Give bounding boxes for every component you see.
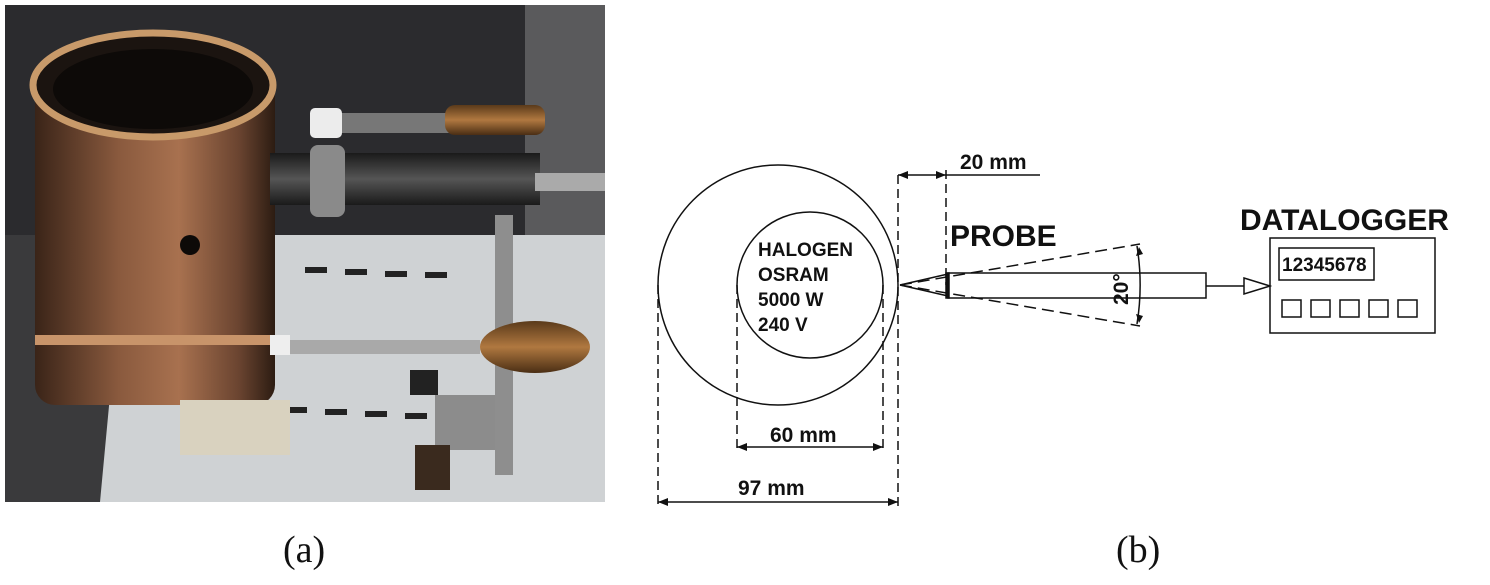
arrowhead — [1136, 314, 1143, 323]
schematic-drawing: HALOGEN OSRAM 5000 W 240 V 60 mm 97 mm 2… — [657, 151, 1449, 508]
datalogger-buttons — [1281, 299, 1418, 318]
datalogger-button — [1368, 299, 1389, 318]
lamp-label-line: HALOGEN — [758, 240, 853, 261]
dim-97mm-label: 97 mm — [738, 477, 805, 500]
arrowhead — [737, 443, 747, 451]
arrowhead — [1136, 247, 1143, 256]
datalogger-display — [1278, 247, 1375, 281]
arrowhead — [873, 443, 883, 451]
angle-arc — [1136, 245, 1141, 325]
dim-20mm-label: 20 mm — [960, 151, 1027, 174]
view-angle-line — [899, 243, 1141, 286]
arrowhead — [888, 498, 898, 506]
datalogger-button — [1397, 299, 1418, 318]
datalogger-button — [1339, 299, 1360, 318]
probe-label: PROBE — [950, 220, 1057, 253]
arrowhead — [936, 171, 946, 179]
lamp-label-line: 5000 W — [758, 290, 824, 311]
caption-b: (b) — [1116, 529, 1161, 571]
view-angle-line — [899, 284, 1141, 327]
datalogger-button — [1310, 299, 1331, 318]
schematic-diagram: HALOGEN OSRAM 5000 W 240 V 60 mm 97 mm 2… — [620, 140, 1490, 520]
arrowhead — [658, 498, 668, 506]
dim-60mm-label: 60 mm — [770, 424, 837, 447]
arrowhead — [898, 171, 908, 179]
datalogger-display-value: 12345678 — [1282, 255, 1367, 276]
probe-tip — [945, 272, 950, 299]
lamp-label-line: 240 V — [758, 315, 808, 336]
datalogger-button — [1281, 299, 1302, 318]
datalogger-label: DATALOGGER — [1240, 204, 1449, 237]
apparatus-photo-drawing — [5, 5, 605, 502]
angle-label: 20° — [1110, 273, 1133, 305]
datalogger-box — [1269, 237, 1436, 334]
apparatus-photo — [5, 5, 605, 502]
caption-a: (a) — [283, 529, 326, 571]
lamp-label-line: OSRAM — [758, 265, 829, 286]
probe-body — [947, 272, 1207, 299]
